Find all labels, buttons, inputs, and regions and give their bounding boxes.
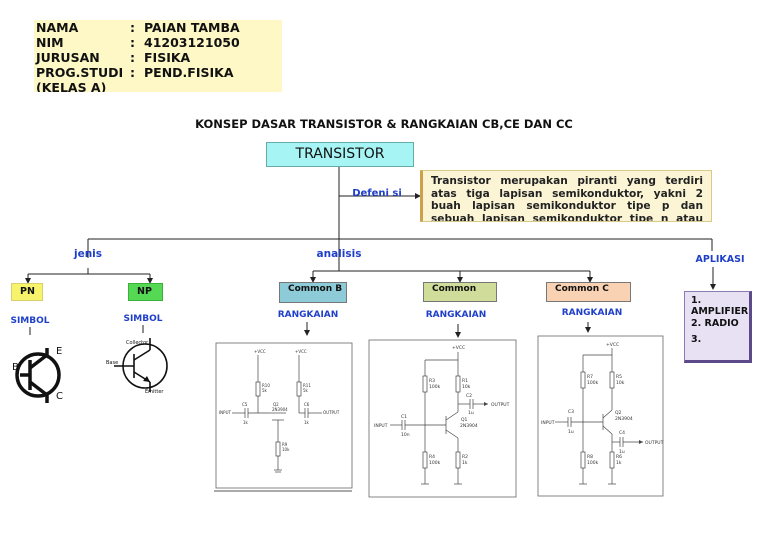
cc-vcc: +VCC [606, 342, 619, 348]
ce-r4: R4 [429, 454, 435, 460]
cb-r9-value: 10k [282, 447, 290, 452]
cc-r8-value: 100k [587, 460, 599, 466]
identity-row: NIM:41203121050 [36, 35, 240, 50]
cc-output: OUTPUT [645, 440, 664, 446]
cc-c3-value: 1u [568, 429, 574, 435]
cc-r6: R6 [616, 454, 622, 460]
ce-r2-value: 1k [462, 460, 468, 466]
cb-r11: R11 [303, 383, 311, 388]
config-common-base-box: Common B [279, 282, 347, 303]
cb-output: OUTPUT [323, 410, 340, 415]
np-emitter-label: Emitter [145, 389, 164, 395]
pn-base-label: B [12, 362, 19, 373]
cb-input: INPUT [219, 410, 232, 415]
cc-input: INPUT [541, 420, 555, 426]
cb-vcc2: +VCC [295, 349, 307, 354]
ce-c1-value: 10n [401, 432, 410, 438]
rangkaian-label-cb: RANGKAIAN [277, 310, 339, 320]
identity-row: NAMA:PAIAN TAMBA [36, 20, 240, 35]
cc-c3: C3 [568, 409, 574, 415]
cb-c5-value: 1k [243, 420, 249, 425]
branch-jenis: jenis [73, 248, 103, 260]
cb-c6-value: 1k [304, 420, 310, 425]
cc-r6-value: 1k [616, 460, 622, 466]
ce-c2-value: 1u [468, 410, 474, 416]
rangkaian-label-cc: RANGKAIAN [561, 308, 623, 318]
cc-q2-value: 2N3904 [615, 416, 633, 422]
type-np-box: NP [128, 283, 163, 301]
ce-r4-value: 100k [429, 460, 441, 466]
ce-vcc: +VCC [452, 345, 465, 351]
cb-c6: C6 [304, 402, 310, 407]
cb-vcc1: +VCC [254, 349, 266, 354]
cb-r10: R10 [262, 383, 270, 388]
cc-q2: Q2 [615, 410, 622, 416]
identity-card: NAMA:PAIAN TAMBA NIM:41203121050 JURUSAN… [34, 20, 282, 92]
ce-r1: R1 [462, 378, 468, 384]
cb-q2-value: 2N3904 [272, 407, 288, 412]
identity-row: (KELAS A) [36, 80, 107, 92]
pn-collector-label: C [56, 391, 63, 402]
config-common-collector-box: Common C [546, 282, 631, 302]
cb-r11-value: 5k [303, 388, 309, 393]
cb-c5: C5 [242, 402, 248, 407]
definisi-label: Defeni si [352, 188, 402, 199]
config-common-emitter-box: Common [423, 282, 497, 302]
definition-box: Transistor merupakan piranti yang terdir… [420, 170, 712, 222]
cc-r5-value: 10k [616, 380, 625, 386]
simbol-label-np: SIMBOL [123, 314, 163, 324]
branch-analisis: analisis [316, 248, 362, 260]
ce-input: INPUT [374, 423, 388, 429]
aplikasi-item: 2. RADIO [691, 318, 739, 329]
cc-r8: R8 [587, 454, 593, 460]
cb-r10-value: 5k [262, 388, 268, 393]
root-node-transistor: TRANSISTOR [266, 142, 414, 167]
ce-q1-value: 2N3904 [460, 423, 478, 429]
cc-c4: C4 [619, 430, 625, 436]
type-pn-box: PN [11, 283, 43, 301]
simbol-label-pn: SIMBOL [10, 316, 50, 326]
np-base-label: Base [106, 360, 118, 366]
ce-r3-value: 100k [429, 384, 441, 390]
page-title: KONSEP DASAR TRANSISTOR & RANGKAIAN CB,C… [195, 117, 573, 131]
rangkaian-label-ce: RANGKAIAN [425, 310, 487, 320]
cc-r5: R5 [616, 374, 622, 380]
aplikasi-item: 1. AMPLIFIER [691, 295, 749, 317]
identity-row: PROG.STUDI:PEND.FISIKA [36, 65, 234, 80]
ce-c2: C2 [466, 393, 472, 399]
cc-r7-value: 100k [587, 380, 599, 386]
cc-r7: R7 [587, 374, 593, 380]
ce-r2: R2 [462, 454, 468, 460]
aplikasi-item: 3. [691, 334, 702, 345]
cb-q2: Q2 [273, 402, 279, 407]
np-collector-label: Collector [126, 340, 149, 346]
cc-c4-value: 1u [619, 449, 625, 455]
ce-r3: R3 [429, 378, 435, 384]
aplikasi-box: 1. AMPLIFIER 2. RADIO 3. [684, 291, 752, 363]
ce-c1: C1 [401, 414, 407, 420]
ce-r1-value: 10k [462, 384, 471, 390]
pn-emitter-label: E [56, 346, 62, 357]
cb-r9: R9 [282, 442, 288, 447]
ce-output: OUTPUT [491, 402, 510, 408]
ce-q1: Q1 [461, 417, 468, 423]
identity-row: JURUSAN:FISIKA [36, 50, 191, 65]
branch-aplikasi: APLIKASI [695, 254, 745, 265]
